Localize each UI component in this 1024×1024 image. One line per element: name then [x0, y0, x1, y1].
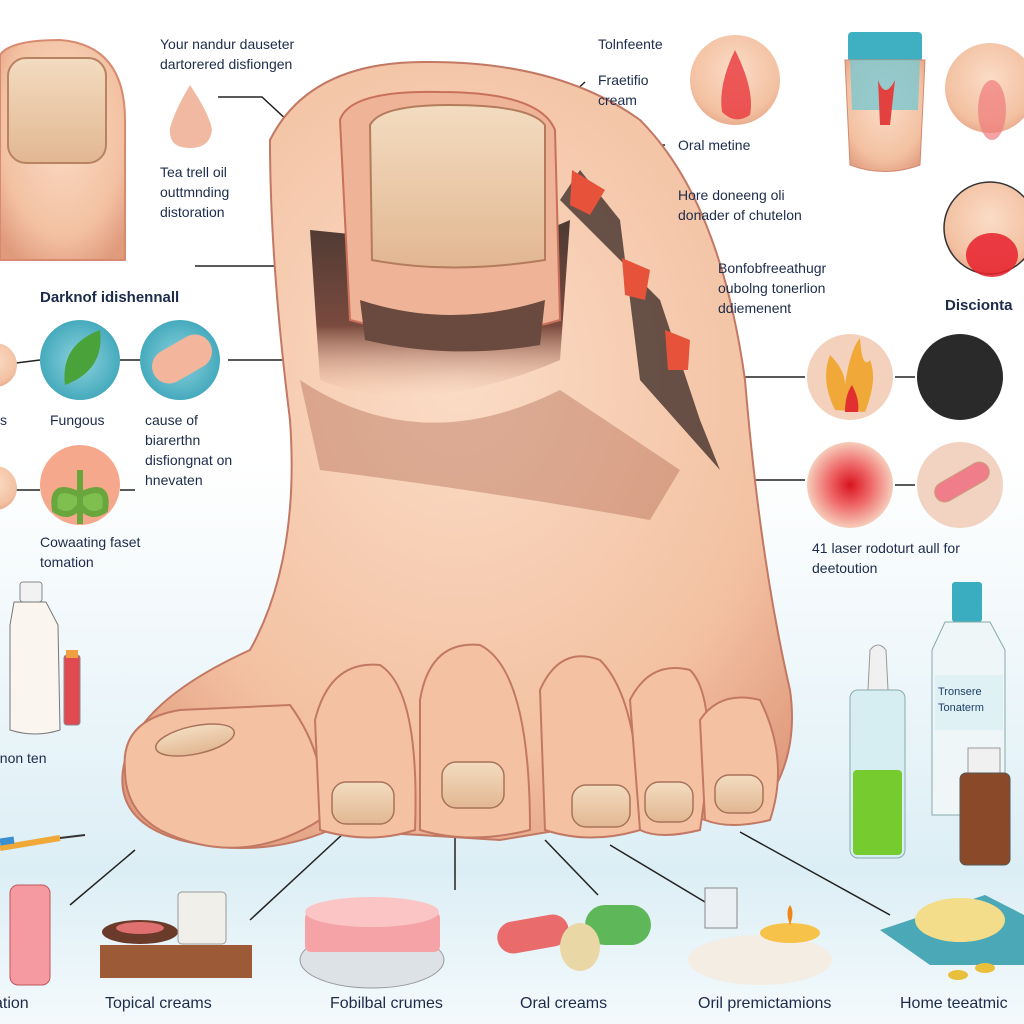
bottom-label-oral-medications: Oril premictamions — [698, 995, 832, 1012]
label-line: hnevaten — [145, 472, 203, 488]
label-cowaating: Cowaating faset tomation — [40, 532, 140, 572]
label-line: Hore doneeng oli — [678, 187, 785, 203]
label-laser: 41 laser rodoturt aull for deetoution — [812, 538, 960, 578]
wooden-tray — [100, 945, 252, 978]
pink-tube — [9, 884, 51, 986]
label-line: disfiongnat on — [145, 452, 233, 468]
label-line: cream — [598, 92, 637, 108]
label-bonfob: Bonfobfreeathugr oubolng tonerlion ddiem… — [718, 258, 826, 318]
label-line: distoration — [160, 204, 225, 220]
label-line: Bonfobfreeathugr — [718, 260, 827, 276]
label-line: Tonaterm — [938, 702, 984, 714]
label-line: dartorered disfiongen — [160, 56, 293, 72]
label-partial: s — [0, 412, 7, 428]
label-line: biarerthn — [145, 432, 201, 448]
label-discionta: Discionta — [945, 297, 1013, 314]
label-line: Cowaating faset — [40, 534, 141, 550]
tube-cap — [848, 32, 922, 62]
bottom-label-topical-creams: Topical creams — [105, 995, 212, 1012]
label-fungous: Fungous — [50, 412, 105, 428]
label-treatments-heading: Tolnfeente — [598, 36, 663, 52]
label-cause: cause of biarerthn disfiongnat on hnevat… — [145, 410, 232, 490]
foot — [121, 60, 793, 849]
label-oral-metine: Oral metine — [678, 137, 751, 153]
label-onon: onon ten — [0, 750, 47, 766]
pill-red — [497, 914, 569, 954]
cream-jar — [177, 891, 227, 945]
label-line: tomation — [40, 554, 94, 570]
label-line: Your nandur dauseter — [160, 36, 295, 52]
label-line: donader of chutelon — [678, 207, 802, 223]
label-line: oubolng tonerlion — [718, 280, 826, 296]
label-line: deetoution — [812, 560, 878, 576]
inflammation-circle — [807, 442, 893, 528]
red-vial — [63, 654, 81, 726]
bottom-label: ation — [0, 995, 29, 1012]
label-tea-tree: Tea trell oil outtmnding distoration — [160, 162, 229, 222]
leaf-icon — [64, 330, 101, 385]
label-line: ddiemenent — [718, 300, 792, 316]
label-line: 41 laser rodoturt aull for — [812, 540, 960, 556]
label-line: outtmnding — [160, 184, 230, 200]
bottom-label-home-treatment: Home teeatmic — [900, 995, 1008, 1012]
pill-green — [585, 905, 651, 945]
dark-nail-circle — [917, 334, 1003, 420]
label-dark-heading: Darknof idishennall — [40, 289, 180, 306]
label-line: Fraetifio — [598, 72, 649, 88]
white-bottle — [9, 601, 61, 735]
bottom-label-fobilbal: Fobilbal crumes — [330, 995, 443, 1012]
bottle-label: Tronsere Tonaterm — [938, 684, 984, 716]
label-hore: Hore doneeng oli donader of chutelon — [678, 185, 802, 225]
brown-bottle — [959, 772, 1011, 866]
drop-icon — [169, 85, 212, 148]
bottom-label-oral-creams: Oral creams — [520, 995, 608, 1012]
label-line: cause of — [145, 412, 198, 428]
label-line: Tronsere — [938, 686, 982, 698]
label-top-left: Your nandur dauseter dartorered disfiong… — [160, 34, 294, 74]
label-fraetifio: Fraetifio cream — [598, 70, 649, 110]
label-line: Tea trell oil — [160, 164, 227, 180]
